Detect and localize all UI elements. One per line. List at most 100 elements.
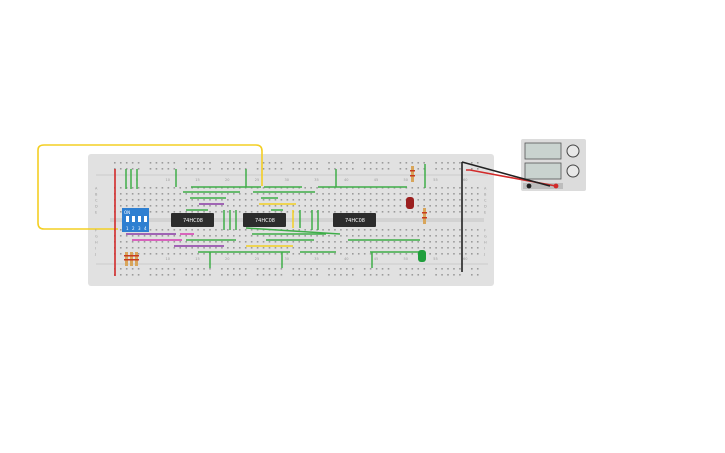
breadboard-hole[interactable] bbox=[155, 193, 158, 195]
breadboard-hole[interactable] bbox=[179, 229, 182, 231]
breadboard-hole[interactable] bbox=[423, 205, 425, 207]
breadboard-hole[interactable] bbox=[429, 193, 431, 195]
breadboard-hole[interactable] bbox=[173, 168, 176, 170]
breadboard-hole[interactable] bbox=[203, 229, 205, 231]
breadboard-hole[interactable] bbox=[310, 229, 312, 231]
breadboard-hole[interactable] bbox=[215, 247, 217, 249]
breadboard-hole[interactable] bbox=[340, 241, 342, 243]
breadboard-hole[interactable] bbox=[328, 168, 330, 170]
breadboard-hole[interactable] bbox=[453, 193, 455, 195]
breadboard-hole[interactable] bbox=[298, 235, 301, 237]
breadboard-hole[interactable] bbox=[119, 253, 122, 255]
breadboard-hole[interactable] bbox=[125, 199, 128, 201]
breadboard-hole[interactable] bbox=[352, 211, 354, 213]
breadboard-hole[interactable] bbox=[453, 235, 455, 237]
breadboard-hole[interactable] bbox=[280, 162, 283, 164]
dip-toggle[interactable] bbox=[132, 216, 135, 222]
breadboard-hole[interactable] bbox=[155, 187, 158, 189]
breadboard-hole[interactable] bbox=[465, 241, 467, 243]
breadboard-hole[interactable] bbox=[119, 229, 122, 231]
breadboard-hole[interactable] bbox=[298, 241, 301, 243]
breadboard-hole[interactable] bbox=[137, 205, 140, 207]
breadboard-hole[interactable] bbox=[369, 187, 372, 189]
breadboard-hole[interactable] bbox=[381, 241, 384, 243]
breadboard-hole[interactable] bbox=[191, 168, 193, 170]
breadboard-hole[interactable] bbox=[334, 253, 336, 255]
breadboard-hole[interactable] bbox=[191, 241, 193, 243]
breadboard-hole[interactable] bbox=[363, 253, 366, 255]
breadboard-hole[interactable] bbox=[429, 199, 431, 201]
breadboard-hole[interactable] bbox=[244, 187, 247, 189]
voltage-knob[interactable] bbox=[566, 144, 580, 158]
breadboard-hole[interactable] bbox=[465, 187, 467, 189]
breadboard-hole[interactable] bbox=[292, 193, 295, 195]
breadboard-hole[interactable] bbox=[244, 162, 247, 164]
breadboard-hole[interactable] bbox=[280, 205, 283, 207]
breadboard-hole[interactable] bbox=[203, 211, 205, 213]
breadboard-hole[interactable] bbox=[459, 253, 461, 255]
breadboard-hole[interactable] bbox=[387, 268, 390, 270]
breadboard-hole[interactable] bbox=[262, 247, 265, 249]
breadboard-hole[interactable] bbox=[399, 274, 402, 276]
breadboard-hole[interactable] bbox=[244, 268, 247, 270]
breadboard-hole[interactable] bbox=[227, 241, 229, 243]
breadboard-hole[interactable] bbox=[465, 205, 467, 207]
breadboard-hole[interactable] bbox=[411, 253, 414, 255]
breadboard-hole[interactable] bbox=[447, 253, 449, 255]
breadboard-hole[interactable] bbox=[161, 205, 164, 207]
breadboard-hole[interactable] bbox=[292, 199, 295, 201]
breadboard-hole[interactable] bbox=[215, 241, 217, 243]
breadboard-hole[interactable] bbox=[131, 162, 134, 164]
breadboard-hole[interactable] bbox=[328, 241, 330, 243]
breadboard-hole[interactable] bbox=[423, 274, 425, 276]
breadboard-hole[interactable] bbox=[238, 235, 241, 237]
breadboard-hole[interactable] bbox=[447, 211, 449, 213]
breadboard-hole[interactable] bbox=[363, 199, 366, 201]
breadboard-hole[interactable] bbox=[233, 235, 235, 237]
breadboard-hole[interactable] bbox=[399, 193, 402, 195]
breadboard-hole[interactable] bbox=[471, 241, 473, 243]
breadboard-hole[interactable] bbox=[375, 241, 378, 243]
breadboard-hole[interactable] bbox=[316, 162, 318, 164]
breadboard-hole[interactable] bbox=[244, 235, 247, 237]
breadboard-hole[interactable] bbox=[221, 193, 223, 195]
breadboard-hole[interactable] bbox=[459, 247, 461, 249]
breadboard-hole[interactable] bbox=[346, 247, 348, 249]
breadboard-hole[interactable] bbox=[203, 193, 205, 195]
breadboard-hole[interactable] bbox=[143, 253, 146, 255]
breadboard-hole[interactable] bbox=[346, 274, 348, 276]
breadboard-hole[interactable] bbox=[209, 235, 211, 237]
breadboard-hole[interactable] bbox=[476, 162, 479, 164]
breadboard-hole[interactable] bbox=[131, 247, 134, 249]
breadboard-hole[interactable] bbox=[399, 268, 402, 270]
breadboard-hole[interactable] bbox=[405, 274, 408, 276]
breadboard-hole[interactable] bbox=[173, 253, 176, 255]
breadboard-hole[interactable] bbox=[405, 162, 408, 164]
breadboard-hole[interactable] bbox=[185, 193, 187, 195]
breadboard-hole[interactable] bbox=[227, 199, 229, 201]
breadboard-hole[interactable] bbox=[399, 199, 402, 201]
breadboard-hole[interactable] bbox=[340, 211, 342, 213]
breadboard-hole[interactable] bbox=[429, 205, 431, 207]
breadboard-hole[interactable] bbox=[221, 268, 223, 270]
breadboard-hole[interactable] bbox=[310, 241, 312, 243]
breadboard-hole[interactable] bbox=[286, 187, 289, 189]
breadboard-hole[interactable] bbox=[191, 235, 193, 237]
breadboard-hole[interactable] bbox=[417, 211, 420, 213]
breadboard-hole[interactable] bbox=[441, 241, 443, 243]
breadboard-hole[interactable] bbox=[250, 247, 253, 249]
breadboard-hole[interactable] bbox=[298, 162, 301, 164]
breadboard-hole[interactable] bbox=[471, 268, 473, 270]
ic-chip-1[interactable]: 74HC08 bbox=[171, 213, 214, 227]
dip-toggle[interactable] bbox=[138, 216, 141, 222]
breadboard-hole[interactable] bbox=[256, 241, 259, 243]
breadboard-hole[interactable] bbox=[328, 162, 330, 164]
breadboard-hole[interactable] bbox=[328, 199, 330, 201]
breadboard-hole[interactable] bbox=[435, 168, 437, 170]
breadboard-hole[interactable] bbox=[221, 205, 223, 207]
breadboard-hole[interactable] bbox=[387, 199, 390, 201]
breadboard-hole[interactable] bbox=[221, 274, 223, 276]
breadboard-hole[interactable] bbox=[238, 193, 241, 195]
breadboard-hole[interactable] bbox=[233, 253, 235, 255]
